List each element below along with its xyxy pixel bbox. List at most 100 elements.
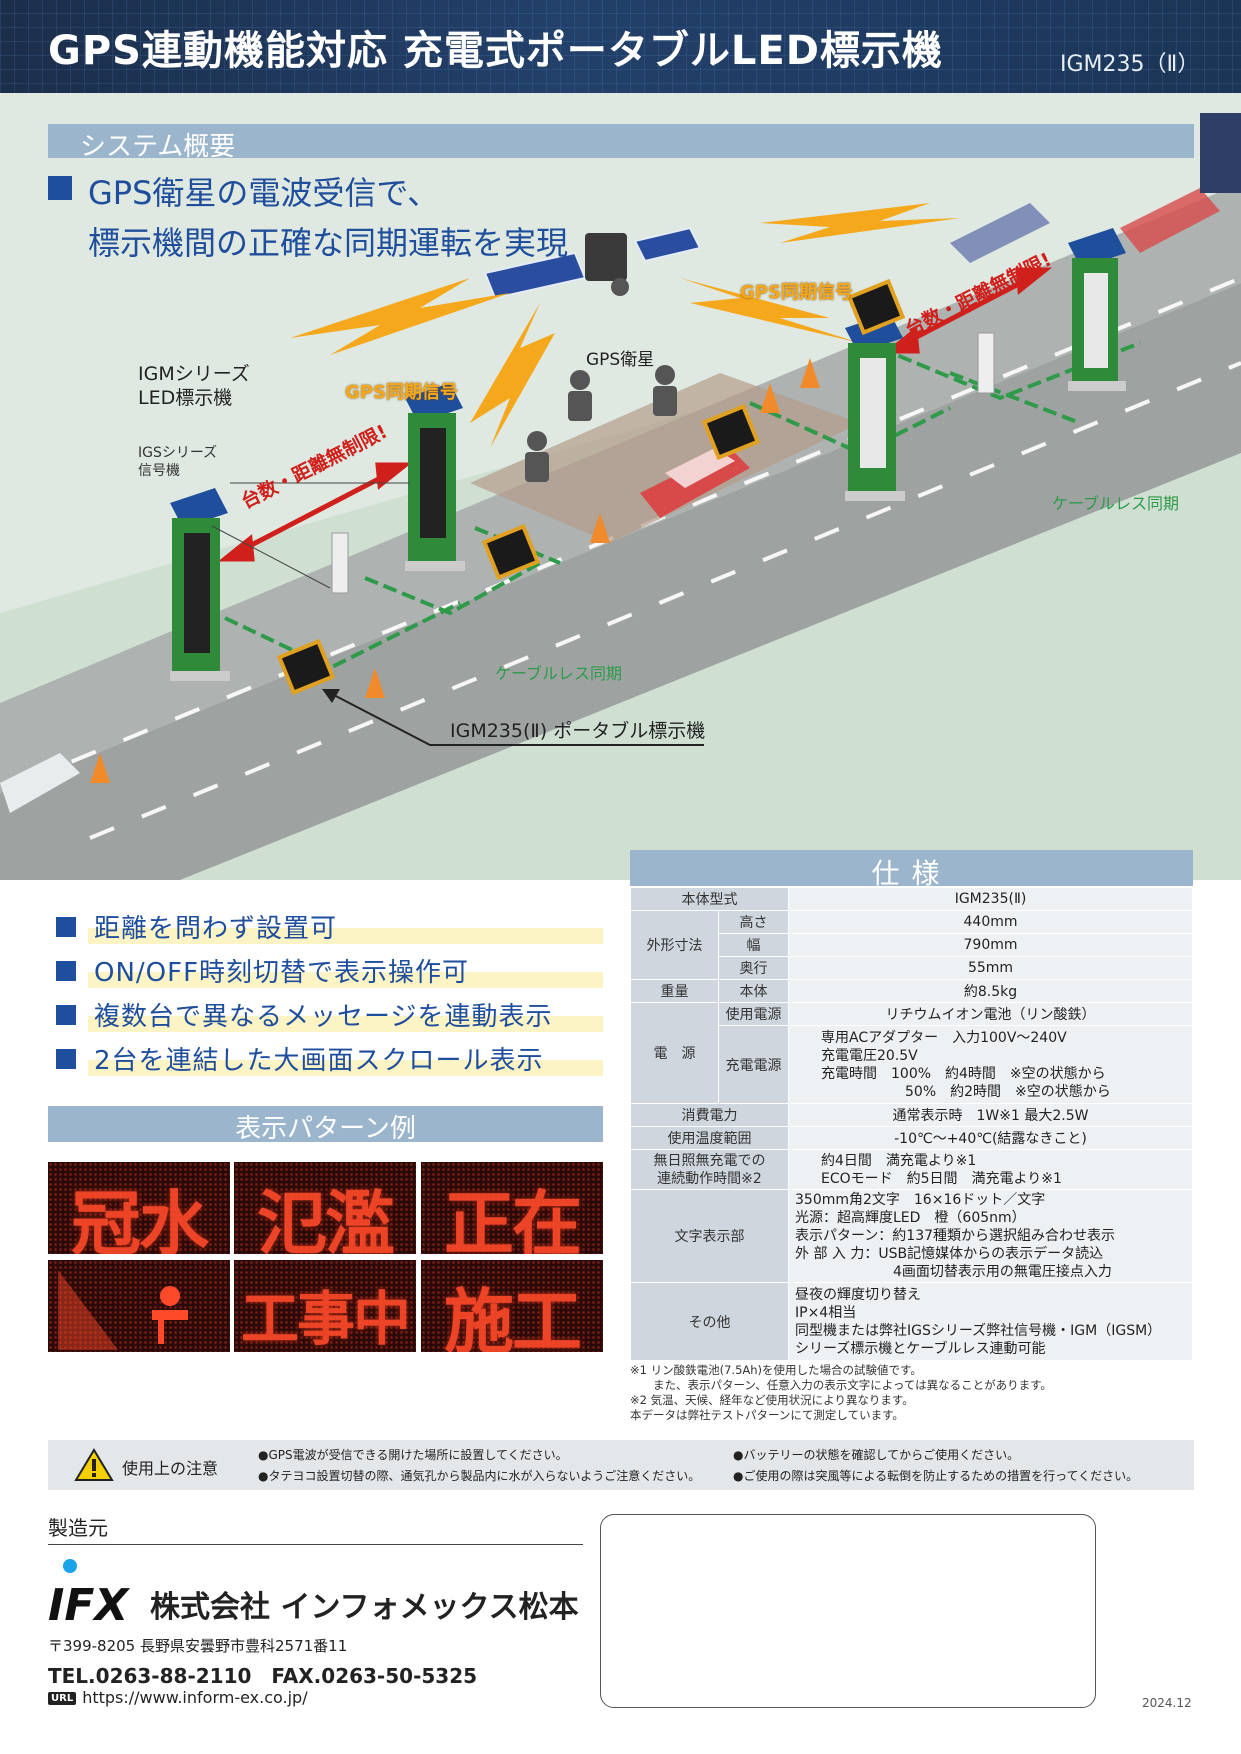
led-panel: 冠水	[48, 1162, 230, 1254]
spec-charge-line: 50% 約2時間 ※空の状態から	[821, 1083, 1111, 1100]
display-pattern-panels: 冠水 氾濫 正在 工事中 施工	[48, 1162, 603, 1352]
feature-list: 距離を問わず設置可 ON/OFF時刻切替で表示操作可 複数台で異なるメッセージを…	[48, 908, 603, 1084]
spec-note: 本データは弊社テストパターンにて測定しています。	[630, 1408, 904, 1422]
spec-weight-value: 約8.5kg	[788, 979, 1193, 1003]
spec-depth-label: 奥行	[718, 956, 789, 980]
maker-label: 製造元	[48, 1516, 108, 1540]
page-title: GPS連動機能対応 充電式ポータブルLED標示機	[48, 28, 943, 74]
spec-height-value: 440mm	[788, 910, 1193, 934]
bullet-square-icon	[56, 1005, 76, 1025]
caution-item: ●ご使用の際は突風等による転倒を防止するための措置を行ってください。	[733, 1469, 1139, 1483]
feature-highlight	[88, 972, 603, 988]
spec-display-label: 文字表示部	[630, 1189, 789, 1283]
spec-continuous-label-1: 無日照無充電での	[653, 1152, 766, 1169]
gps-sync-label-right: GPS同期信号	[740, 282, 853, 303]
spec-continuous-label-2: 連続動作時間※2	[657, 1170, 762, 1187]
spec-continuous-line1: 約4日間 満充電より※1	[821, 1152, 977, 1169]
led-panel: 氾濫	[234, 1162, 416, 1254]
feature-text: 2台を連結した大画面スクロール表示	[94, 1046, 544, 1076]
caution-item: ●タテヨコ設置切替の際、通気孔から製品内に水が入らないようご注意ください。	[258, 1469, 701, 1483]
feature-highlight	[88, 928, 603, 944]
white-car	[0, 753, 80, 813]
system-overview-title: システム概要	[80, 132, 236, 162]
caution-item: ●GPS電波が受信できる開けた場所に設置してください。	[258, 1448, 568, 1462]
spec-width-value: 790mm	[788, 933, 1193, 957]
traffic-signals	[331, 332, 995, 594]
led-panel: 工事中	[234, 1260, 416, 1352]
igm-series-line1: IGMシリーズ	[138, 363, 250, 385]
ifx-logo: IFX	[48, 1558, 148, 1632]
spec-notes: ※1 リン酸鉄電池(7.5Ah)を使用した場合の試験値です。 また、表示パターン…	[630, 1363, 1052, 1423]
spec-note: また、表示パターン、任意入力の表示文字によっては異なることがあります。	[630, 1378, 1052, 1392]
led-panel-text: 正在	[444, 1183, 582, 1254]
spec-other-label: その他	[630, 1282, 789, 1361]
igs-series-line1: IGSシリーズ	[138, 445, 218, 461]
feature-highlight	[88, 1016, 603, 1032]
spec-display-line: 外 部 入 力：USB記憶媒体からの表示データ読込	[795, 1246, 1104, 1262]
gps-satellite-label: GPS衛星	[586, 350, 655, 370]
led-panel-text: 冠水	[71, 1183, 209, 1254]
feature-item: 複数台で異なるメッセージを連動表示	[48, 996, 603, 1040]
gps-signal-bolts	[290, 203, 960, 448]
spec-title-bar: 仕様	[630, 850, 1193, 890]
url-badge: URL	[48, 1692, 77, 1705]
warning-icon	[74, 1448, 114, 1481]
feature-text: 複数台で異なるメッセージを連動表示	[94, 1002, 553, 1032]
spec-title: 仕様	[871, 857, 952, 890]
spec-depth-value: 55mm	[788, 956, 1193, 980]
company-url[interactable]: https://www.inform-ex.co.jp/	[82, 1688, 308, 1707]
dealer-stamp-box	[600, 1514, 1096, 1708]
spec-height-label: 高さ	[718, 910, 789, 934]
spec-continuous-label: 無日照無充電での 連続動作時間※2	[630, 1149, 789, 1190]
system-overview-bar: システム概要	[48, 124, 1194, 162]
spec-continuous-line2: ECOモード 約5日間 満充電より※1	[821, 1170, 1062, 1187]
led-sign-tower-4	[1068, 228, 1126, 391]
spec-temp-label: 使用温度範囲	[630, 1126, 789, 1150]
spec-charge-line: 専用ACアダプター 入力100V～240V	[821, 1029, 1067, 1046]
spec-other-line: 昼夜の輝度切り替え	[795, 1286, 921, 1303]
usage-caution: 使用上の注意 ●GPS電波が受信できる開けた場所に設置してください。 ●タテヨコ…	[48, 1440, 1194, 1490]
feature-item: ON/OFF時刻切替で表示操作可	[48, 952, 603, 996]
spec-display-line: 4画面切替表示用の無電圧接点入力	[795, 1264, 1112, 1280]
display-pattern-title: 表示パターン例	[235, 1114, 416, 1144]
spec-charge-value: 専用ACアダプター 入力100V～240V 充電電圧20.5V 充電時間 100…	[788, 1025, 1193, 1104]
led-sign-tower-1	[170, 488, 230, 681]
spec-model-label: 本体型式	[630, 887, 789, 911]
spec-other-line: 同型機または弊社IGSシリーズ弊社信号機・IGM（IGSM）	[795, 1322, 1162, 1339]
bullet-square-icon	[56, 917, 76, 937]
spec-weight-label: 重量	[630, 979, 719, 1003]
led-panel-text: 施工	[444, 1281, 582, 1352]
led-panel: 正在	[421, 1162, 603, 1254]
ifx-logo-icon: IFX	[48, 1559, 130, 1631]
gps-satellite-graphic	[483, 226, 702, 300]
spec-continuous-value: 約4日間 満充電より※1 ECOモード 約5日間 満充電より※1	[788, 1149, 1193, 1190]
spec-power-use-label: 使用電源	[718, 1002, 789, 1026]
gps-sync-label-left: GPS同期信号	[345, 382, 458, 403]
spec-charge-line: 充電電圧20.5V	[821, 1047, 918, 1064]
spec-charge-line: 充電時間 100% 約4時間 ※空の状態から	[821, 1065, 1106, 1082]
model-number: IGM235（Ⅱ）	[1060, 52, 1200, 77]
traffic-cones	[90, 358, 820, 783]
road	[0, 283, 1241, 880]
worker-pictogram-icon	[58, 1270, 188, 1350]
spec-display-value: 350mm角2文字 16×16ドット／文字 光源：超高輝度LED 橙（605nm…	[788, 1189, 1193, 1283]
spec-note: ※2 気温、天候、経年など使用状況により異なります。	[630, 1393, 914, 1407]
spec-power-label: 電 源	[630, 1002, 719, 1104]
bullet-square-icon	[56, 1049, 76, 1069]
company-phone: TEL.0263-88-2110 FAX.0263-50-5325	[48, 1664, 478, 1688]
spec-width-label: 幅	[718, 933, 789, 957]
work-zone	[470, 373, 860, 543]
spec-display-line: 光源：超高輝度LED 橙（605nm）	[795, 1210, 1026, 1226]
led-panel: 施工	[421, 1260, 603, 1352]
igs-series-label: IGSシリーズ 信号機	[138, 444, 217, 480]
igs-series-line2: 信号機	[138, 463, 180, 479]
workers	[525, 365, 677, 482]
spec-weight-sub: 本体	[718, 979, 789, 1003]
road-illustration	[0, 93, 1241, 880]
feature-item: 距離を問わず設置可	[48, 908, 603, 952]
spec-power-use-value: リチウムイオン電池（リン酸鉄）	[788, 1002, 1193, 1026]
spec-dims-label: 外形寸法	[630, 910, 719, 980]
page-header: GPS連動機能対応 充電式ポータブルLED標示機 IGM235（Ⅱ）	[0, 0, 1241, 93]
spec-charge-label: 充電電源	[718, 1025, 789, 1104]
logo-text: IFX	[48, 1580, 130, 1628]
